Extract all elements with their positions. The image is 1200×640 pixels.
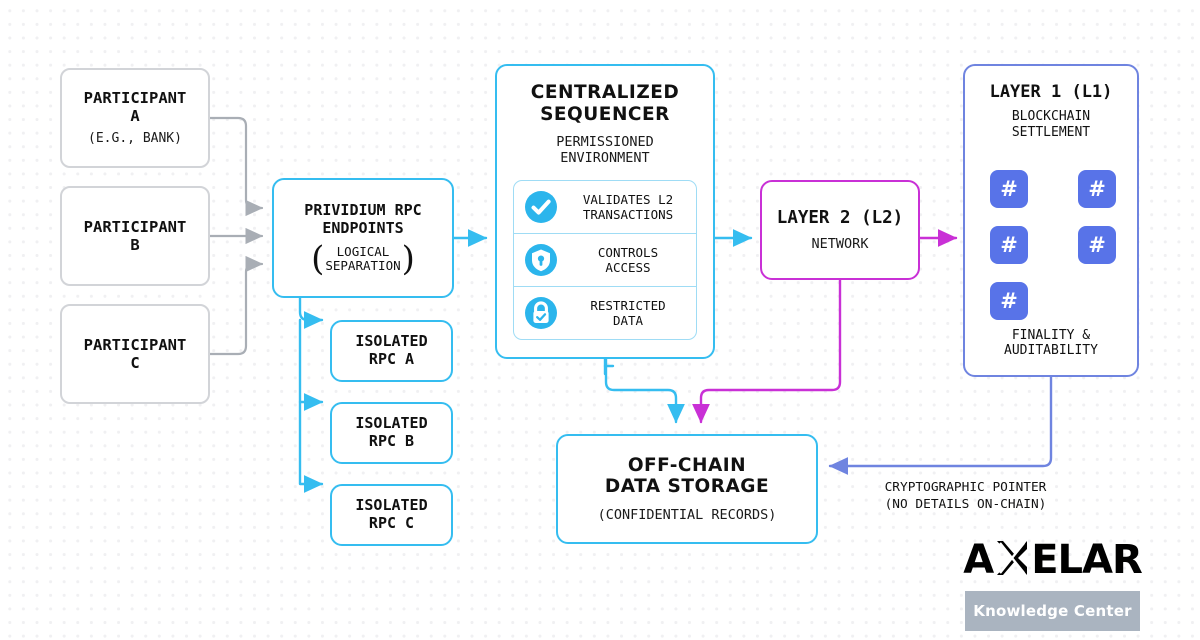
cryptographic-pointer-note: CRYPTOGRAPHIC POINTER(NO DETAILS ON-CHAI… [884,480,1047,512]
paren-close: ) [401,238,415,279]
hash-block-4: # [1078,170,1116,208]
knowledge-center-label: Knowledge Center [973,602,1132,620]
axelar-branding: A ELAR Knowledge Center [963,537,1143,631]
layer2-subtitle: NETWORK [811,235,869,252]
axelar-x-icon [994,539,1030,581]
paren-open: ( [311,238,325,279]
logo-text-elar: ELAR [1031,537,1143,583]
layer1-title: LAYER 1 (L1) [989,82,1113,102]
layer1-footer: FINALITY &AUDITABILITY [1004,327,1098,359]
participant-a-note: (E.G., BANK) [88,131,182,147]
hash-block-1: # [990,170,1028,208]
layer2-title: LAYER 2 (L2) [776,208,904,229]
shield-key-icon [524,243,558,277]
check-circle-icon [524,190,558,224]
hash-block-2: # [990,226,1028,264]
blockchain-chain: # # # # # [965,170,1137,320]
padlock-check-icon [524,296,558,330]
logo-text-a: A [963,537,994,583]
axelar-logo: A ELAR [963,537,1143,583]
hash-block-3: # [990,282,1028,320]
knowledge-center-badge: Knowledge Center [965,591,1140,631]
offchain-subtitle: (CONFIDENTIAL RECORDS) [597,507,777,524]
hash-block-5: # [1078,226,1116,264]
layer2-box[interactable]: LAYER 2 (L2) NETWORK [760,180,920,280]
